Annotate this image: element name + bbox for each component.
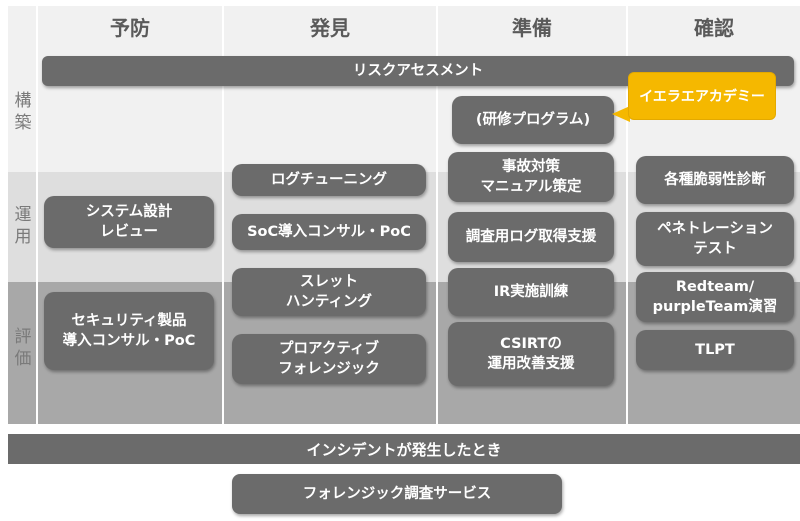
training-program-box[interactable]: (研修プログラム) — [452, 96, 614, 144]
csirt-improvement-box[interactable]: CSIRTの運用改善支援 — [448, 322, 614, 386]
box-line: テスト — [693, 241, 737, 257]
callout-label: イエラエアカデミー — [639, 89, 765, 105]
box-line: レビュー — [99, 224, 158, 240]
incident-manual-box[interactable]: 事故対策マニュアル策定 — [448, 152, 614, 202]
box-line: マニュアル策定 — [480, 179, 582, 195]
ierae-academy-callout[interactable]: イエラエアカデミー — [628, 72, 776, 120]
row-label-char: 用 — [14, 227, 32, 247]
column-divider — [626, 6, 628, 424]
column-header-kakunin: 確認 — [694, 16, 734, 40]
row-label-build: 構 築 — [10, 90, 36, 134]
box-line: システム設計 — [85, 204, 173, 220]
box-line: ログチューニング — [271, 172, 387, 188]
row-label-ops: 運 用 — [10, 204, 36, 248]
box-line: (研修プログラム) — [475, 112, 591, 128]
callout-pointer — [612, 106, 630, 122]
investigation-log-support-box[interactable]: 調査用ログ取得支援 — [448, 212, 614, 262]
column-header-junbi: 準備 — [512, 16, 552, 40]
box-line: セキュリティ製品 — [71, 313, 187, 329]
row-label-char: 運 — [14, 205, 32, 225]
redteam-exercise-box[interactable]: Redteam/purpleTeam演習 — [636, 272, 794, 322]
box-line: CSIRTの — [500, 336, 562, 352]
risk-assessment-label: リスクアセスメント — [352, 63, 484, 79]
box-line: 運用改善支援 — [487, 356, 575, 372]
soc-consulting-box[interactable]: SoC導入コンサル・PoC — [232, 214, 426, 250]
row-label-eval: 評 価 — [10, 326, 36, 370]
row-label-char: 構 — [14, 91, 32, 111]
box-line: スレット — [299, 274, 358, 290]
proactive-forensic-box[interactable]: プロアクティブフォレンジック — [232, 334, 426, 384]
column-header-yobou: 予防 — [110, 16, 150, 40]
threat-hunting-box[interactable]: スレットハンティング — [232, 268, 426, 316]
column-divider — [222, 6, 224, 424]
box-line: SoC導入コンサル・PoC — [247, 224, 411, 240]
penetration-test-box[interactable]: ペネトレーションテスト — [636, 212, 794, 266]
tlpt-box[interactable]: TLPT — [636, 330, 794, 370]
column-divider — [36, 6, 38, 424]
column-header-hakken: 発見 — [310, 16, 350, 40]
box-line: プロアクティブ — [279, 341, 379, 357]
vulnerability-assessment-box[interactable]: 各種脆弱性診断 — [636, 156, 794, 204]
system-design-review-box[interactable]: システム設計レビュー — [44, 196, 214, 248]
box-line: 各種脆弱性診断 — [664, 172, 766, 188]
ir-training-box[interactable]: IR実施訓練 — [448, 268, 614, 316]
box-line: フォレンジック — [278, 361, 380, 377]
forensic-button-label: フォレンジック調査サービス — [302, 486, 492, 502]
incident-bar-label: インシデントが発生したとき — [306, 440, 502, 459]
row-label-char: 築 — [14, 113, 32, 133]
forensic-investigation-service-button[interactable]: フォレンジック調査サービス — [232, 474, 562, 514]
log-tuning-box[interactable]: ログチューニング — [232, 164, 426, 196]
row-label-char: 評 — [14, 327, 32, 347]
box-line: ハンティング — [285, 294, 373, 310]
box-line: ペネトレーション — [657, 221, 773, 237]
box-line: Redteam/ — [675, 279, 755, 295]
header-row-background — [8, 6, 800, 52]
box-line: TLPT — [695, 342, 735, 358]
box-line: purpleTeam演習 — [652, 299, 778, 315]
box-line: 導入コンサル・PoC — [62, 333, 196, 349]
security-product-consulting-box[interactable]: セキュリティ製品導入コンサル・PoC — [44, 292, 214, 370]
row-label-char: 価 — [14, 349, 32, 369]
box-line: 調査用ログ取得支援 — [465, 229, 597, 245]
box-line: IR実施訓練 — [493, 284, 569, 300]
box-line: 事故対策 — [501, 159, 560, 175]
incident-occurred-bar: インシデントが発生したとき — [8, 434, 800, 464]
column-divider — [436, 6, 438, 424]
